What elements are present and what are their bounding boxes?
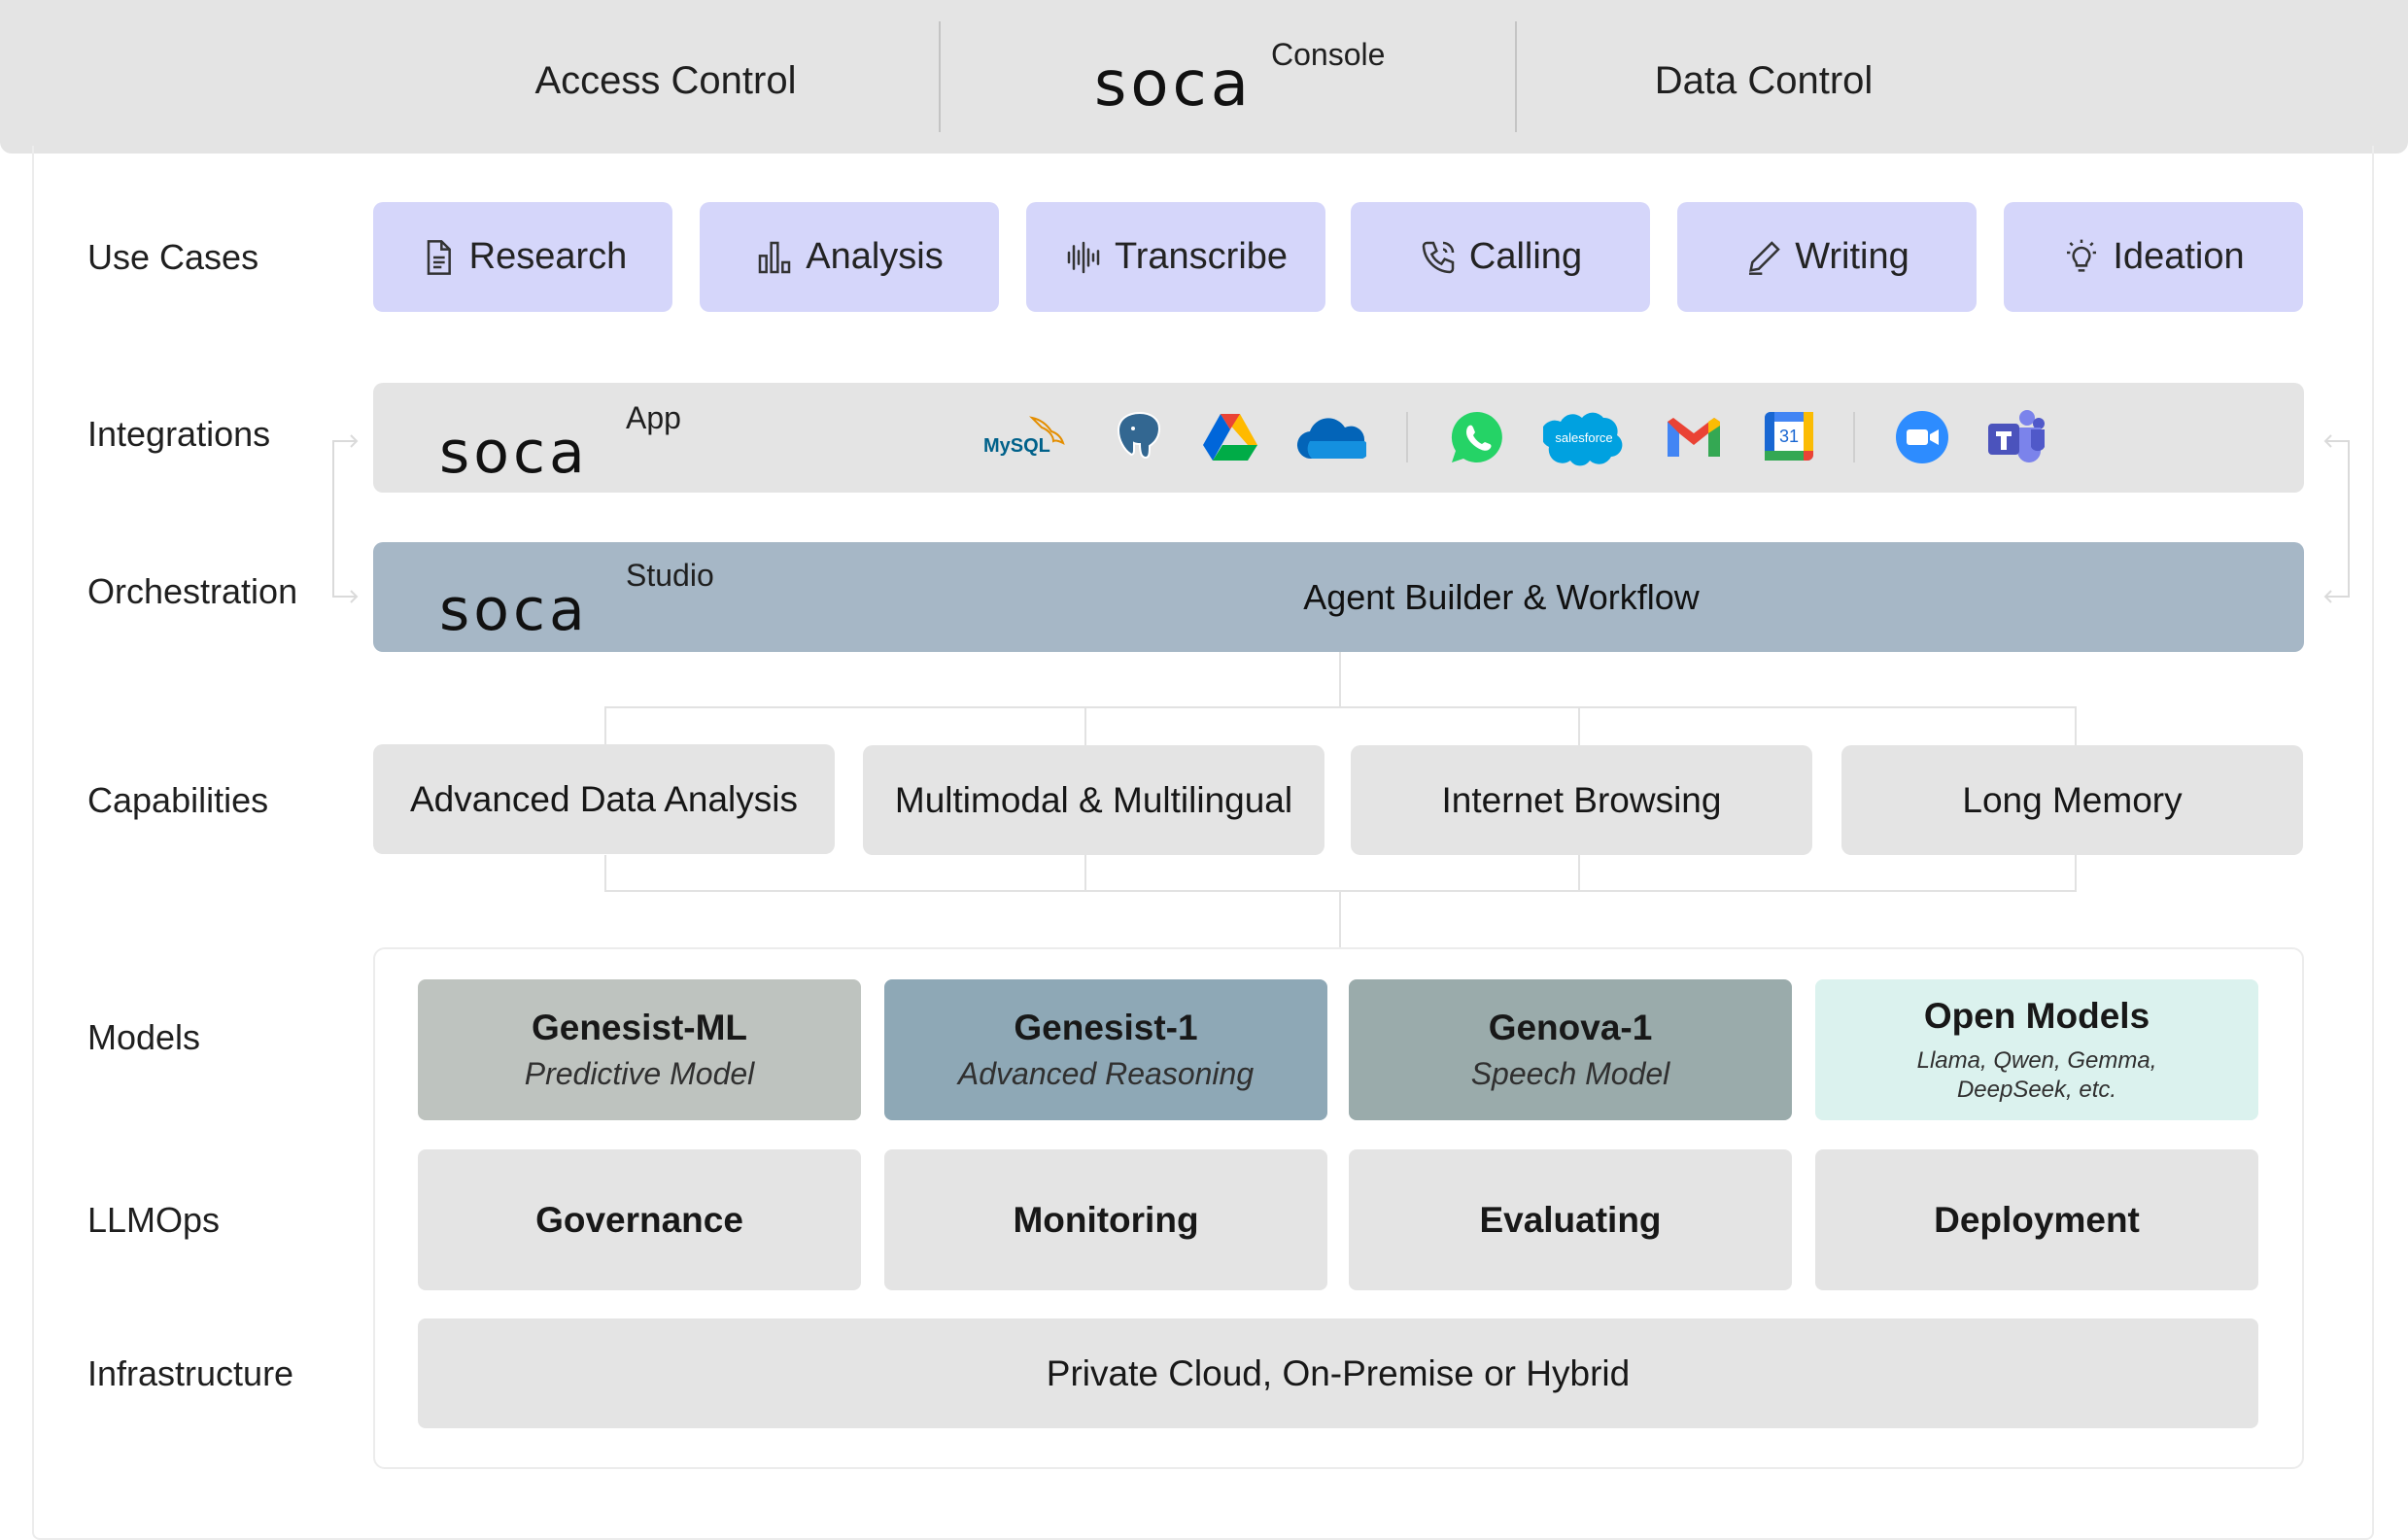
row-label-orchestration: Orchestration [87, 571, 298, 611]
usecase-label: Analysis [806, 236, 944, 277]
model-name: Genesist-1 [1014, 1008, 1198, 1047]
llmops-monitoring[interactable]: Monitoring [884, 1149, 1327, 1290]
usecase-transcribe[interactable]: Transcribe [1026, 202, 1325, 312]
model-name: Genesist-ML [531, 1008, 748, 1047]
model-subtitle: Speech Model [1470, 1056, 1670, 1091]
orchestration-title: Agent Builder & Workflow [1303, 577, 1700, 617]
connector-line [1084, 706, 1086, 745]
usecase-label: Ideation [2113, 236, 2245, 277]
connector-line [2075, 706, 2077, 745]
icon-divider [1406, 412, 1408, 462]
usecase-label: Transcribe [1114, 236, 1289, 277]
model-open-models[interactable]: Open Models Llama, Qwen, Gemma, DeepSeek… [1815, 979, 2258, 1120]
model-name: Open Models [1923, 995, 2150, 1036]
connector-line [1084, 855, 1086, 892]
mysql-icon: MySQL [983, 412, 1073, 462]
logo-sup-studio: Studio [626, 558, 714, 593]
gmail-icon [1668, 418, 1720, 457]
capability-long-memory[interactable]: Long Memory [1841, 745, 2303, 855]
pen-icon [1749, 240, 1780, 275]
row-label-infrastructure: Infrastructure [87, 1353, 294, 1393]
architecture-frame [32, 146, 2374, 1540]
usecase-calling[interactable]: Calling [1351, 202, 1650, 312]
llmops-deployment[interactable]: Deployment [1815, 1149, 2258, 1290]
usecase-writing[interactable]: Writing [1677, 202, 1977, 312]
model-subtitle: Predictive Model [524, 1056, 755, 1091]
capability-multimodal-multilingual[interactable]: Multimodal & Multilingual [863, 745, 1324, 855]
microsoft-teams-icon [1988, 410, 2045, 462]
postgresql-icon [1117, 411, 1161, 460]
right-bracket-arrow [2323, 434, 2350, 603]
connector-line [1339, 890, 1341, 947]
divider [1515, 21, 1517, 132]
usecase-analysis[interactable]: Analysis [700, 202, 999, 312]
document-icon [427, 239, 451, 275]
left-bracket-arrow [332, 434, 359, 603]
model-name: Genova-1 [1488, 1008, 1653, 1047]
capability-advanced-data-analysis[interactable]: Advanced Data Analysis [373, 744, 835, 854]
llmops-evaluating[interactable]: Evaluating [1349, 1149, 1792, 1290]
orchestration-bar[interactable] [373, 542, 2304, 652]
row-label-llmops: LLMOps [87, 1200, 221, 1240]
llmops-governance[interactable]: Governance [418, 1149, 861, 1290]
phone-icon [1422, 241, 1455, 273]
whatsapp-icon [1451, 411, 1502, 462]
console-bar [0, 0, 2408, 154]
lightbulb-icon [2067, 239, 2097, 272]
connector-line [1578, 855, 1580, 892]
access-control-label: Access Control [534, 58, 797, 102]
models-container [373, 947, 2304, 1469]
soca-console-logo: soca Console [1094, 37, 1415, 121]
data-control-label: Data Control [1654, 58, 1874, 102]
row-label-models: Models [87, 1017, 201, 1057]
model-subtitle: Llama, Qwen, Gemma, DeepSeek, etc. [1916, 1046, 2157, 1103]
row-label-capabilities: Capabilities [87, 780, 269, 820]
connector-line [604, 706, 606, 745]
divider [939, 21, 941, 132]
infrastructure-bar[interactable]: Private Cloud, On-Premise or Hybrid [418, 1318, 2258, 1428]
salesforce-icon: salesforce [1543, 408, 1625, 466]
icon-divider [1853, 412, 1855, 462]
connector-line [604, 706, 2077, 708]
google-drive-icon [1203, 414, 1257, 461]
model-genesist-1[interactable]: Genesist-1 Advanced Reasoning [884, 979, 1327, 1120]
connector-line [1339, 652, 1341, 707]
row-label-integrations: Integrations [87, 414, 271, 454]
connector-line [2075, 855, 2077, 892]
logo-sup-app: App [626, 400, 681, 435]
waveform-icon [1067, 241, 1100, 273]
model-genesist-ml[interactable]: Genesist-ML Predictive Model [418, 979, 861, 1120]
usecase-ideation[interactable]: Ideation [2004, 202, 2303, 312]
usecase-label: Research [468, 236, 628, 277]
zoom-icon [1896, 411, 1948, 463]
logo-word: soca [439, 576, 589, 644]
model-genova-1[interactable]: Genova-1 Speech Model [1349, 979, 1792, 1120]
logo-word: soca [439, 419, 589, 487]
soca-studio-logo: soca Studio [439, 558, 714, 644]
usecase-research[interactable]: Research [373, 202, 672, 312]
logo-sup-console: Console [1271, 37, 1386, 72]
connector-line [604, 855, 606, 892]
usecase-label: Calling [1468, 236, 1583, 277]
soca-app-logo: soca App [439, 400, 692, 487]
bar-chart-icon [759, 241, 791, 273]
logo-word: soca [1094, 49, 1253, 120]
connector-line [1578, 706, 1580, 745]
onedrive-icon [1296, 418, 1366, 460]
model-subtitle: Advanced Reasoning [957, 1056, 1255, 1091]
capability-internet-browsing[interactable]: Internet Browsing [1351, 745, 1812, 855]
google-calendar-icon: 31 [1765, 412, 1813, 461]
usecase-label: Writing [1795, 236, 1909, 277]
row-label-use-cases: Use Cases [87, 237, 259, 277]
